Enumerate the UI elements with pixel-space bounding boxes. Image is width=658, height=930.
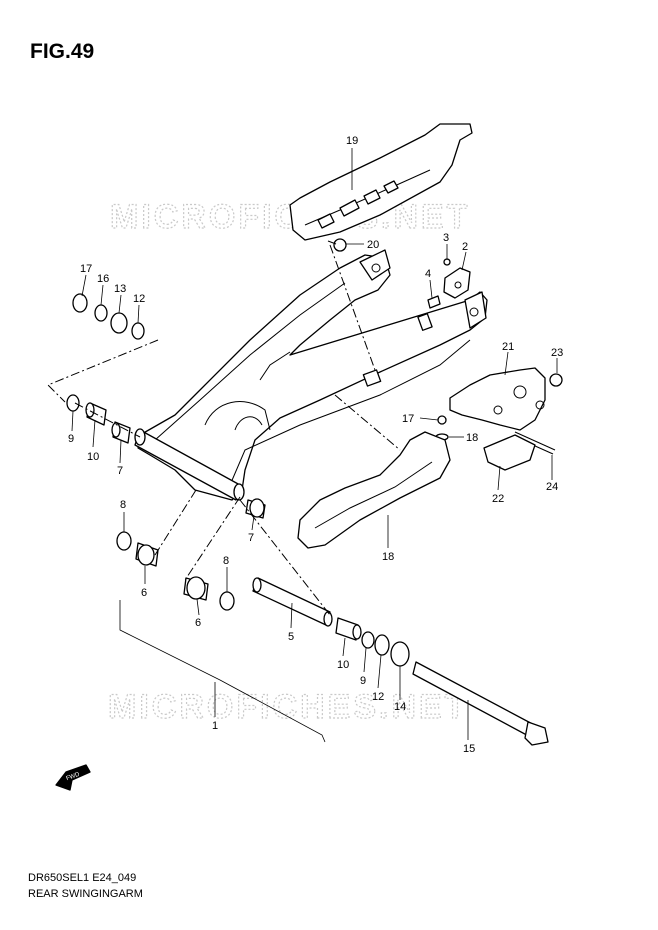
assembly-line	[74, 402, 141, 438]
callout-13: 15	[463, 743, 475, 755]
callout-20: 20	[367, 239, 379, 251]
fwd-arrow-icon: FWD	[55, 764, 91, 791]
seal-12-part	[110, 312, 128, 334]
chain-slider-16-part	[297, 431, 451, 549]
callout-12b: 14	[394, 701, 406, 713]
swingarm-part	[134, 249, 488, 501]
callout-8: 8	[120, 499, 126, 511]
callout-24: 24	[546, 481, 558, 493]
callout-14: 16	[97, 273, 109, 285]
callout-7b: 7	[248, 532, 254, 544]
callout-3: 3	[443, 232, 449, 244]
callout-2: 2	[462, 241, 468, 253]
assembly-line	[239, 499, 331, 616]
bearing-7-right-part	[245, 498, 266, 519]
cap-15-part	[72, 293, 88, 313]
plate-22-part	[483, 434, 536, 471]
assembly-line	[47, 339, 159, 403]
bushing-10-right-part	[335, 617, 362, 641]
callout-21: 21	[502, 341, 514, 353]
callout-18: 18	[466, 432, 478, 444]
callout-22: 22	[492, 493, 504, 505]
callout-labels: 19 20 3 2 4 17 16 13 12 9 10 7 8 6 7 8 6…	[68, 135, 563, 755]
callout-10: 10	[87, 451, 99, 463]
callout-5: 5	[288, 631, 294, 643]
leader-lines	[71, 148, 558, 740]
callout-19: 19	[346, 135, 358, 147]
bracket-21-part	[449, 367, 546, 431]
drawing-title: REAR SWINGINGARM	[28, 888, 143, 900]
callout-1: 1	[212, 720, 218, 732]
assembly-line	[334, 394, 401, 451]
callout-4: 4	[425, 268, 431, 280]
watermark-bottom: MICROFICHES.NET	[108, 688, 468, 726]
chain-guard-part	[289, 123, 473, 241]
bolt-20-part	[327, 238, 347, 252]
callout-23: 23	[551, 347, 563, 359]
watermark-top: MICROFICHES.NET	[110, 198, 470, 236]
callout-11: 12	[133, 293, 145, 305]
callout-11b: 12	[372, 691, 384, 703]
callout-9: 9	[68, 433, 74, 445]
drawing-code: DR650SEL1 E24_049	[28, 872, 137, 884]
washer-9-left-part	[66, 394, 80, 412]
washer-11-part	[131, 322, 145, 340]
assembly-line	[184, 496, 241, 581]
figure-title: FIG.49	[30, 40, 95, 63]
collar-5-part	[252, 577, 333, 627]
washer-11-right-part	[374, 634, 390, 656]
assembly-line	[329, 244, 376, 371]
callout-17: 17	[402, 413, 414, 425]
washer-9-right-part	[361, 631, 375, 649]
clamp-2-part	[443, 267, 471, 299]
assembly-line	[154, 489, 197, 556]
bearing-7-left-part	[111, 421, 131, 444]
callout-9b: 9	[360, 675, 366, 687]
fwd-label: FWD	[66, 772, 82, 783]
bearing-6-right-part	[183, 576, 209, 601]
seal-12-right-part	[390, 641, 410, 667]
seal-14-part	[94, 304, 108, 322]
screw-17-part	[437, 415, 447, 425]
callout-7: 7	[117, 465, 123, 477]
callout-10b: 10	[337, 659, 349, 671]
screw-4-part	[427, 295, 441, 309]
callout-6: 6	[141, 587, 147, 599]
seal-8-right-part	[219, 591, 235, 611]
pivot-shaft-13-part	[412, 661, 549, 746]
bolt-23-part	[549, 373, 563, 387]
bearing-6-left-part	[135, 542, 159, 567]
callout-12: 13	[114, 283, 126, 295]
callout-15: 17	[80, 263, 92, 275]
callout-6b: 6	[195, 617, 201, 629]
callout-16: 18	[382, 551, 394, 563]
seal-8-left-part	[116, 531, 132, 551]
bracket-1	[119, 600, 326, 743]
callout-8b: 8	[223, 555, 229, 567]
